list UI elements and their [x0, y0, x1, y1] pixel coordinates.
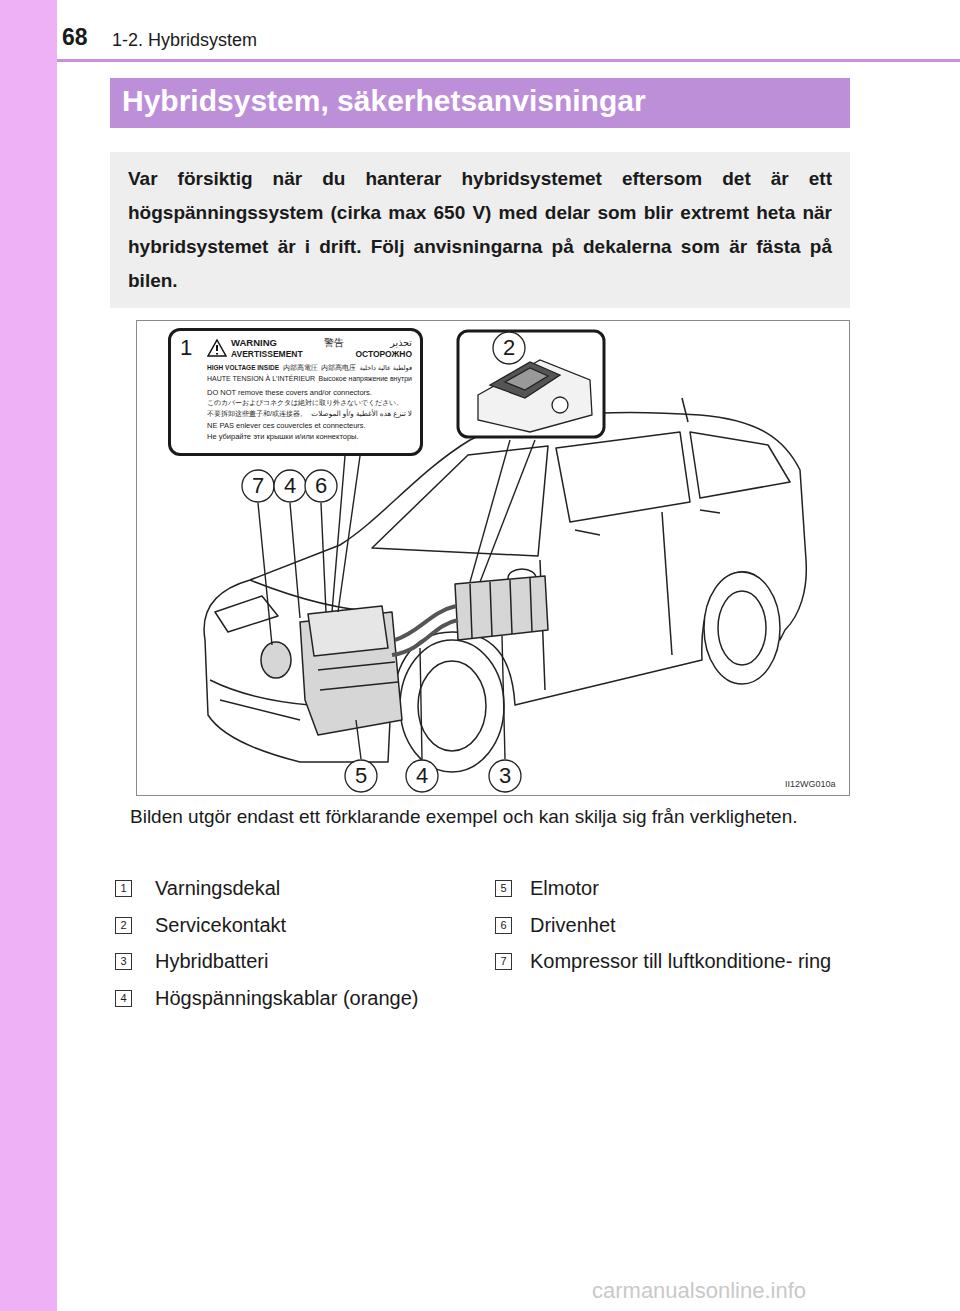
warning-triangle	[207, 339, 227, 357]
figure-code: II12WG010a	[785, 779, 836, 789]
decal-row: WARNING 警告 تحذير	[231, 337, 415, 348]
callout-number: 5	[344, 759, 378, 793]
part-name: Elmotor	[530, 870, 599, 906]
decal-text: فولطية عالية داخلية	[360, 364, 412, 372]
decal-text: 警告	[324, 337, 344, 348]
callout-number: 4	[405, 759, 439, 793]
decal-text: WARNING	[231, 337, 277, 348]
legend-number: 6	[495, 917, 512, 934]
notice-box: Var försiktig när du hanterar hybridsyst…	[110, 152, 850, 308]
decal-text: Высокое напряжение внутри	[319, 375, 412, 383]
decal-text: NE PAS enlever ces couvercles et connect…	[207, 421, 366, 430]
warning-decal-inset: WARNING 警告 تحذير AVERTISSEMENT ОСТОРОЖНО HIGH…	[168, 328, 423, 456]
decal-text: このカバーおよびコネクタは絶対に取り外さないでください。	[207, 399, 403, 408]
decal-row: HAUTE TENSION À L'INTÉRIEUR Высокое напря…	[207, 375, 415, 383]
decal-row: Не убирайте эти крышки и/или коннекторы.	[207, 432, 415, 441]
decal-text: ОСТОРОЖНО	[355, 349, 412, 359]
decal-row: AVERTISSEMENT ОСТОРОЖНО	[231, 349, 415, 359]
callout-number: 4	[273, 469, 307, 503]
section-heading: 1-2. Hybridsystem	[112, 30, 257, 51]
decal-text: تحذير	[390, 337, 412, 348]
watermark: carmanualsonline.info	[592, 1278, 806, 1304]
legend-number: 5	[495, 880, 512, 897]
decal-text: AVERTISSEMENT	[231, 349, 303, 359]
side-bar	[0, 0, 57, 1311]
legend-number: 3	[115, 953, 132, 970]
callout-number: 3	[488, 759, 522, 793]
decal-text: HIGH VOLTAGE INSIDE	[207, 364, 279, 372]
part-name: Högspänningskablar (orange)	[155, 980, 419, 1016]
legend-number: 1	[115, 880, 132, 897]
part-name: Servicekontakt	[155, 907, 286, 943]
part-name: Kompressor till luftkonditione- ring	[530, 946, 852, 976]
callout-number: 7	[241, 469, 275, 503]
legend-number: 4	[115, 990, 132, 1007]
decal-row: HIGH VOLTAGE INSIDE 内部高電圧内部高电压 فولطية عالي…	[207, 364, 415, 372]
part-name: Drivenhet	[530, 907, 616, 943]
decal-text: DO NOT remove these covers and/or connec…	[207, 388, 372, 397]
page-title: Hybridsystem, säkerhetsanvisningar	[122, 84, 646, 118]
callout-number: 2	[492, 331, 526, 365]
decal-row: NE PAS enlever ces couvercles et connect…	[207, 421, 415, 430]
decal-row: 不要拆卸这些盖子和/或连接器。 لا تنزع هذه الأغطية و/أو …	[207, 410, 415, 419]
part-name: Varningsdekal	[155, 870, 280, 906]
decal-text: 不要拆卸这些盖子和/或连接器。	[207, 410, 307, 419]
decal-text: Не убирайте эти крышки и/или коннекторы.	[207, 432, 359, 441]
page-number: 68	[62, 24, 88, 51]
callout-number: 6	[304, 469, 338, 503]
decal-row: このカバーおよびコネクタは絶対に取り外さないでください。	[207, 399, 415, 408]
decal-text: 内部高电压	[321, 364, 356, 372]
legend-number: 7	[495, 953, 512, 970]
legend-number: 2	[115, 917, 132, 934]
notice-text: Var försiktig när du hanterar hybridsyst…	[128, 162, 832, 298]
decal-text: 内部高電圧	[283, 364, 318, 372]
header-rule	[57, 59, 960, 62]
callout-number: 1	[169, 331, 203, 365]
decal-text: HAUTE TENSION À L'INTÉRIEUR	[207, 375, 315, 383]
decal-text: لا تنزع هذه الأغطية و/أو الموصلات	[311, 410, 412, 419]
part-name: Hybridbatteri	[155, 943, 268, 979]
decal-row: DO NOT remove these covers and/or connec…	[207, 388, 415, 397]
figure-caption: Bilden utgör endast ett förklarande exem…	[130, 801, 843, 832]
